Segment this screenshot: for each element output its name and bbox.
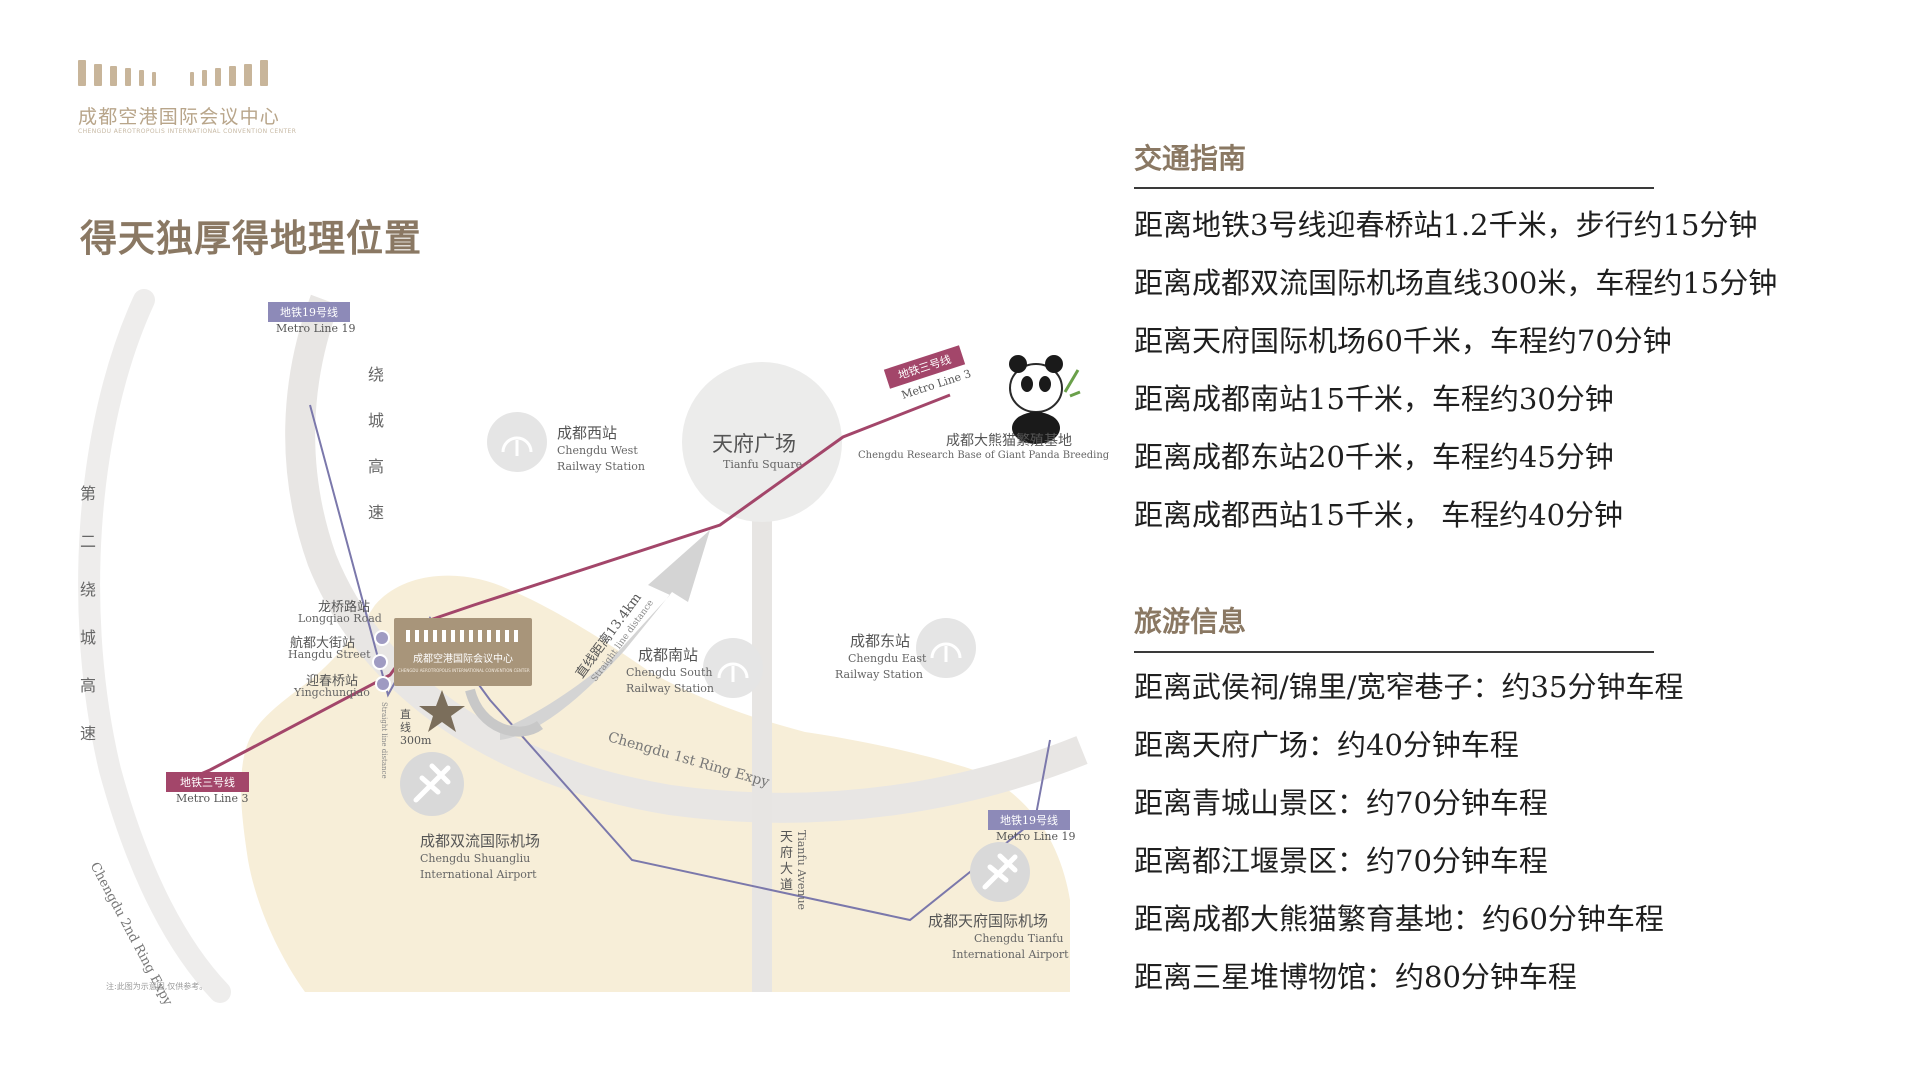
- metro3-left-tag: 地铁三号线: [166, 772, 249, 792]
- logo: 成都空港国际会议中心 CHENGDU AEROTROPOLIS INTERNAT…: [78, 60, 298, 142]
- location-map: 地铁19号线 Metro Line 19 地铁三号线 Metro Line 3 …: [70, 289, 1109, 1008]
- west-station-cn: 成都西站: [557, 424, 618, 442]
- tianfu-airport-cn: 成都天府国际机场: [928, 912, 1049, 930]
- logo-name-cn: 成都空港国际会议中心: [78, 106, 281, 128]
- map-graphic: [78, 289, 1088, 1003]
- transport-line: 距离成都东站20千米，车程约45分钟: [1134, 440, 1614, 474]
- transport-line: 距离地铁3号线迎春桥站1.2千米，步行约15分钟: [1134, 208, 1758, 242]
- west-station-en2: Railway Station: [557, 460, 645, 473]
- ring-expressway-cn: 绕城高速: [368, 365, 385, 522]
- west-station-en1: Chengdu West: [557, 444, 638, 457]
- transport-divider: [1134, 187, 1654, 189]
- venue-sign: 成都空港国际会议中心 CHENGDU AEROTROPOLIS INTERNAT…: [394, 618, 532, 686]
- east-station-en2: Railway Station: [835, 668, 923, 681]
- tianfu-square-cn: 天府广场: [712, 432, 796, 456]
- east-station-cn: 成都东站: [850, 632, 911, 650]
- transport-line: 距离天府国际机场60千米，车程约70分钟: [1134, 324, 1672, 358]
- tourism-line: 距离青城山景区：约70分钟车程: [1134, 786, 1548, 820]
- transport-line: 距离成都南站15千米，车程约30分钟: [1134, 382, 1614, 416]
- shuangliu-airport-en1: Chengdu Shuangliu: [420, 852, 531, 865]
- panda-icon: [1009, 355, 1081, 444]
- tianfu-square-circle: [682, 362, 842, 522]
- transport-line: 距离成都西站15千米， 车程约40分钟: [1134, 498, 1624, 532]
- south-station-en1: Chengdu South: [626, 666, 713, 679]
- shuangliu-airport-cn: 成都双流国际机场: [420, 832, 541, 850]
- distance-arrow: [500, 530, 710, 740]
- hangdu-cn: 航都大街站: [290, 636, 356, 651]
- transport-title: 交通指南: [1134, 142, 1247, 175]
- hangdu-en: Hangdu Street: [288, 648, 371, 661]
- tourism-line: 距离三星堆博物馆：约80分钟车程: [1134, 960, 1577, 994]
- metro19-right-en: Metro Line 19: [996, 830, 1076, 843]
- yingchun-cn: 迎春桥站: [306, 674, 359, 689]
- west-station-icon: [487, 412, 547, 472]
- metro19-top-en: Metro Line 19: [276, 322, 356, 335]
- panda-base-cn: 成都大熊猫繁殖基地: [946, 433, 1072, 449]
- venue-sign-cn: 成都空港国际会议中心: [413, 654, 513, 665]
- metro3-left-en: Metro Line 3: [176, 792, 249, 805]
- tianfu-avenue-road: [752, 520, 772, 992]
- logo-name-en: CHENGDU AEROTROPOLIS INTERNATIONAL CONVE…: [78, 128, 297, 135]
- tourism-line: 距离都江堰景区：约70分钟车程: [1134, 844, 1548, 878]
- transport-line: 距离成都双流国际机场直线300米，车程约15分钟: [1134, 266, 1778, 300]
- tourism-title: 旅游信息: [1134, 605, 1247, 638]
- south-station-icon: [703, 638, 763, 698]
- metro19-top-tag: 地铁19号线: [268, 302, 350, 322]
- second-ring-cn: 第二绕城高速: [80, 484, 97, 743]
- straight-300-en: Straight line distance: [380, 702, 388, 779]
- south-station-en2: Railway Station: [626, 682, 714, 695]
- east-station-en1: Chengdu East: [848, 652, 927, 665]
- tourism-line: 距离武侯祠/锦里/宽窄巷子：约35分钟车程: [1134, 670, 1684, 704]
- south-station-cn: 成都南站: [638, 646, 699, 664]
- page-title: 得天独厚得地理位置: [80, 216, 422, 260]
- map-note: 注:此图为示意图,仅供参考。: [106, 982, 208, 991]
- longqiao-en: Longqiao Road: [298, 612, 382, 625]
- tianfu-airport-icon: [970, 842, 1030, 902]
- tianfu-avenue-cn: 天府大道: [780, 830, 794, 893]
- metro19-right-tag: 地铁19号线: [988, 810, 1070, 830]
- yingchun-en: Yingchunqiao: [294, 686, 370, 699]
- venue-star: [419, 690, 465, 732]
- ring-expressway: [285, 294, 1088, 823]
- tianfu-avenue-en: Tianfu Avenue: [795, 830, 808, 911]
- tianfu-square-en: Tianfu Square: [723, 458, 803, 471]
- tianfu-airport-en1: Chengdu Tianfu: [974, 932, 1064, 945]
- tourism-line: 距离成都大熊猫繁育基地：约60分钟车程: [1134, 902, 1664, 936]
- east-station-icon: [916, 618, 976, 678]
- second-ring-road: [78, 289, 231, 1003]
- tourism-divider: [1134, 651, 1654, 653]
- metro-line-3: [167, 393, 951, 790]
- panda-base-en: Chengdu Research Base of Giant Panda Bre…: [858, 450, 1110, 461]
- shuangliu-airport-en2: International Airport: [420, 868, 537, 881]
- straight-300-cn: 直线300m: [400, 708, 431, 747]
- tianfu-airport-en2: International Airport: [952, 948, 1069, 961]
- venue-sign-en: CHENGDU AEROTROPOLIS INTERNATIONAL CONVE…: [398, 668, 530, 673]
- tourism-line: 距离天府广场：约40分钟车程: [1134, 728, 1519, 762]
- shuangliu-airport-icon: [400, 752, 464, 816]
- longqiao-cn: 龙桥路站: [318, 600, 371, 615]
- logo-bars: [78, 60, 298, 86]
